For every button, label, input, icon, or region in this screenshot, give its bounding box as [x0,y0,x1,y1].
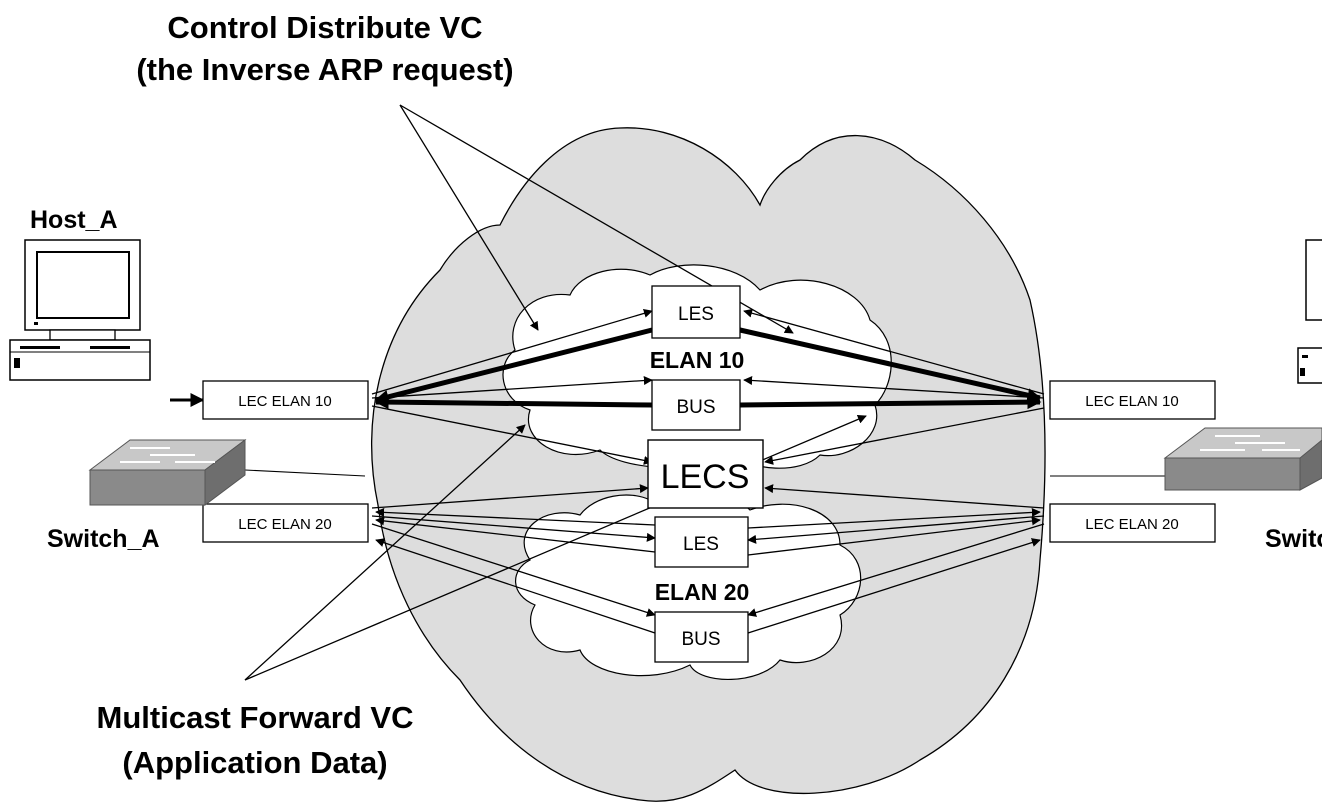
elan10-name: ELAN 10 [650,347,745,373]
vc-line [371,484,649,509]
computer-icon [9,239,151,381]
callout-line [244,424,526,681]
switch-a-label: Switch_A [47,525,160,553]
lecs-label: LECS [661,458,750,496]
vc-line [371,523,656,617]
vc-line [743,375,1045,399]
vc-line [764,407,1045,465]
elan10-les-label: LES [678,304,714,325]
elan20-bus-label: BUS [681,629,720,650]
control-vc-title: Control Distribute VC [167,10,482,45]
elan10-bus-label: BUS [676,397,715,418]
vc-thick-bus-left [374,395,653,410]
lec-right-elan10-label: LEC ELAN 10 [1085,393,1178,410]
elan10-les-box: LES [651,285,741,339]
vc-line [747,516,1041,556]
elan20-les-label: LES [683,534,719,555]
multicast-vc-title: Multicast Forward VC [97,700,414,735]
vc-thick-les-right [739,327,1042,403]
vc-line [375,538,656,634]
lec-right-elan20-label: LEC ELAN 20 [1085,516,1178,533]
vc-thick-les-left [374,327,653,404]
vc-line [375,516,656,553]
vc-line [743,308,1045,395]
switch-right-label: Switc [1265,525,1322,553]
lec-left-elan10-label: LEC ELAN 10 [238,393,331,410]
switch-icon-left [88,439,247,506]
lec-left-elan10: LEC ELAN 10 [202,380,369,420]
vc-line [375,507,656,526]
vc-line [371,376,653,399]
lec-left-elan20-label: LEC ELAN 20 [238,516,331,533]
vc-line [747,538,1041,634]
vc-line [371,308,653,395]
callout-line [399,104,539,331]
multicast-vc-subtitle: (Application Data) [122,745,387,780]
vc-line [764,484,1045,509]
switch-link [244,469,366,477]
lec-right-elan20: LEC ELAN 20 [1049,503,1216,543]
elan20-bus-box: BUS [654,611,749,663]
computer-icon-right [1297,239,1322,384]
vc-line [747,515,1045,544]
vc-line [747,523,1045,617]
elan10-bus-box: BUS [651,379,741,431]
vc-thick-bus-right [739,395,1042,410]
vc-line [747,507,1041,529]
control-vc-subtitle: (the Inverse ARP request) [136,52,513,87]
switch-icon-right [1163,427,1322,491]
vc-line [371,515,656,542]
vc-line [371,405,653,465]
host-a-label: Host_A [30,206,118,234]
lecs-box: LECS [647,439,764,509]
lec-left-elan20: LEC ELAN 20 [202,503,369,543]
lec-right-elan10: LEC ELAN 10 [1049,380,1216,420]
elan20-les-box: LES [654,516,749,568]
elan20-name: ELAN 20 [655,579,750,605]
